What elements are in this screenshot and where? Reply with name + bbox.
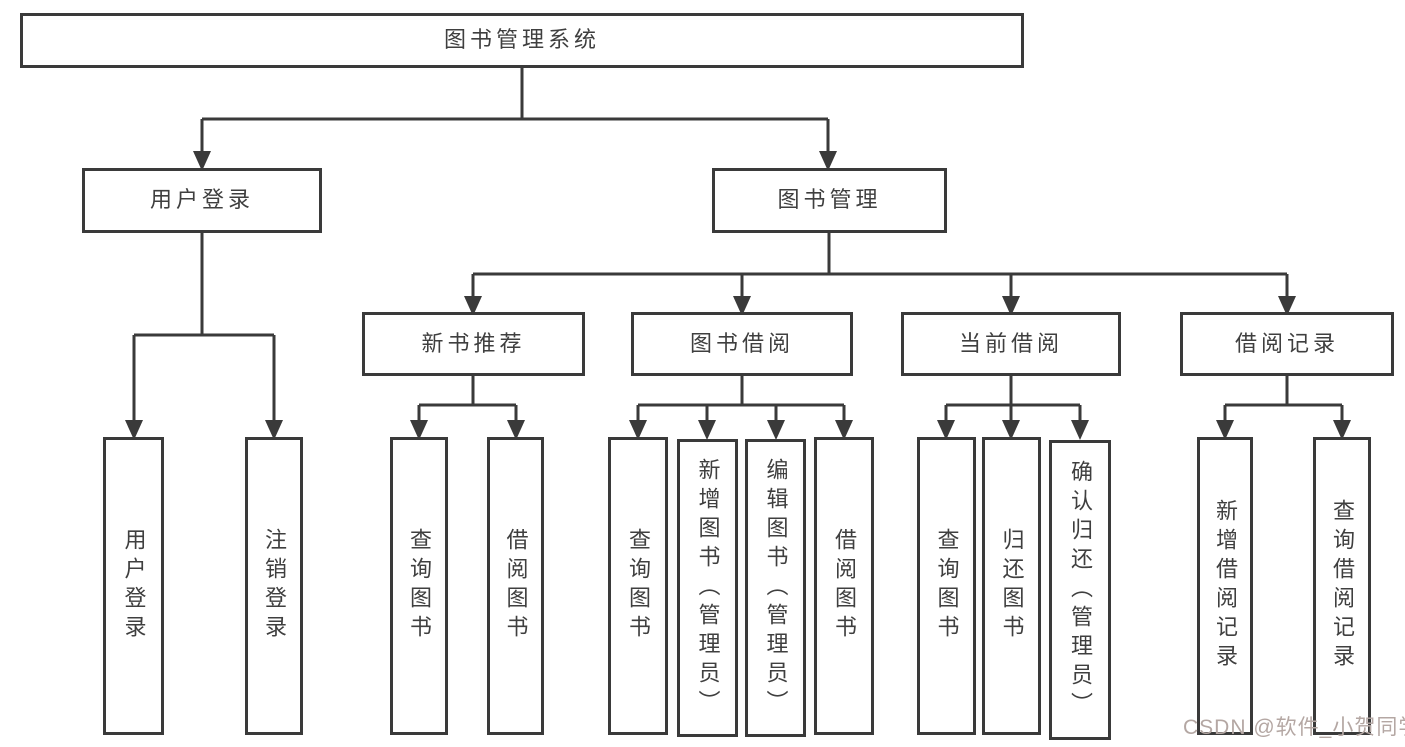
leaf-cb-query-books: 查询图书 <box>917 437 976 735</box>
leaf-br-add-record: 新增借阅记录 <box>1197 437 1253 735</box>
node-current-borrow: 当前借阅 <box>901 312 1121 376</box>
leaf-br-query-record: 查询借阅记录 <box>1313 437 1371 735</box>
leaf-bb-edit-books-admin: 编辑图书（管理员） <box>745 439 806 737</box>
leaf-nb-borrow-books: 借阅图书 <box>487 437 544 735</box>
node-root-system: 图书管理系统 <box>20 13 1024 68</box>
node-user-login: 用户登录 <box>82 168 322 233</box>
leaf-cb-confirm-return-admin: 确认归还（管理员） <box>1049 440 1111 740</box>
leaf-nb-query-books: 查询图书 <box>390 437 448 735</box>
csdn-watermark: CSDN @软件_小贺同学 <box>1183 716 1405 739</box>
node-new-book-recommend: 新书推荐 <box>362 312 585 376</box>
leaf-cb-return-books: 归还图书 <box>982 437 1041 735</box>
node-book-borrow: 图书借阅 <box>631 312 853 376</box>
leaf-bb-query-books: 查询图书 <box>608 437 668 735</box>
node-book-management: 图书管理 <box>712 168 947 233</box>
leaf-bb-add-books-admin: 新增图书（管理员） <box>677 439 738 737</box>
leaf-bb-borrow-books: 借阅图书 <box>814 437 874 735</box>
leaf-user-login: 用户登录 <box>103 437 164 735</box>
leaf-logout: 注销登录 <box>245 437 303 735</box>
node-borrow-records: 借阅记录 <box>1180 312 1394 376</box>
